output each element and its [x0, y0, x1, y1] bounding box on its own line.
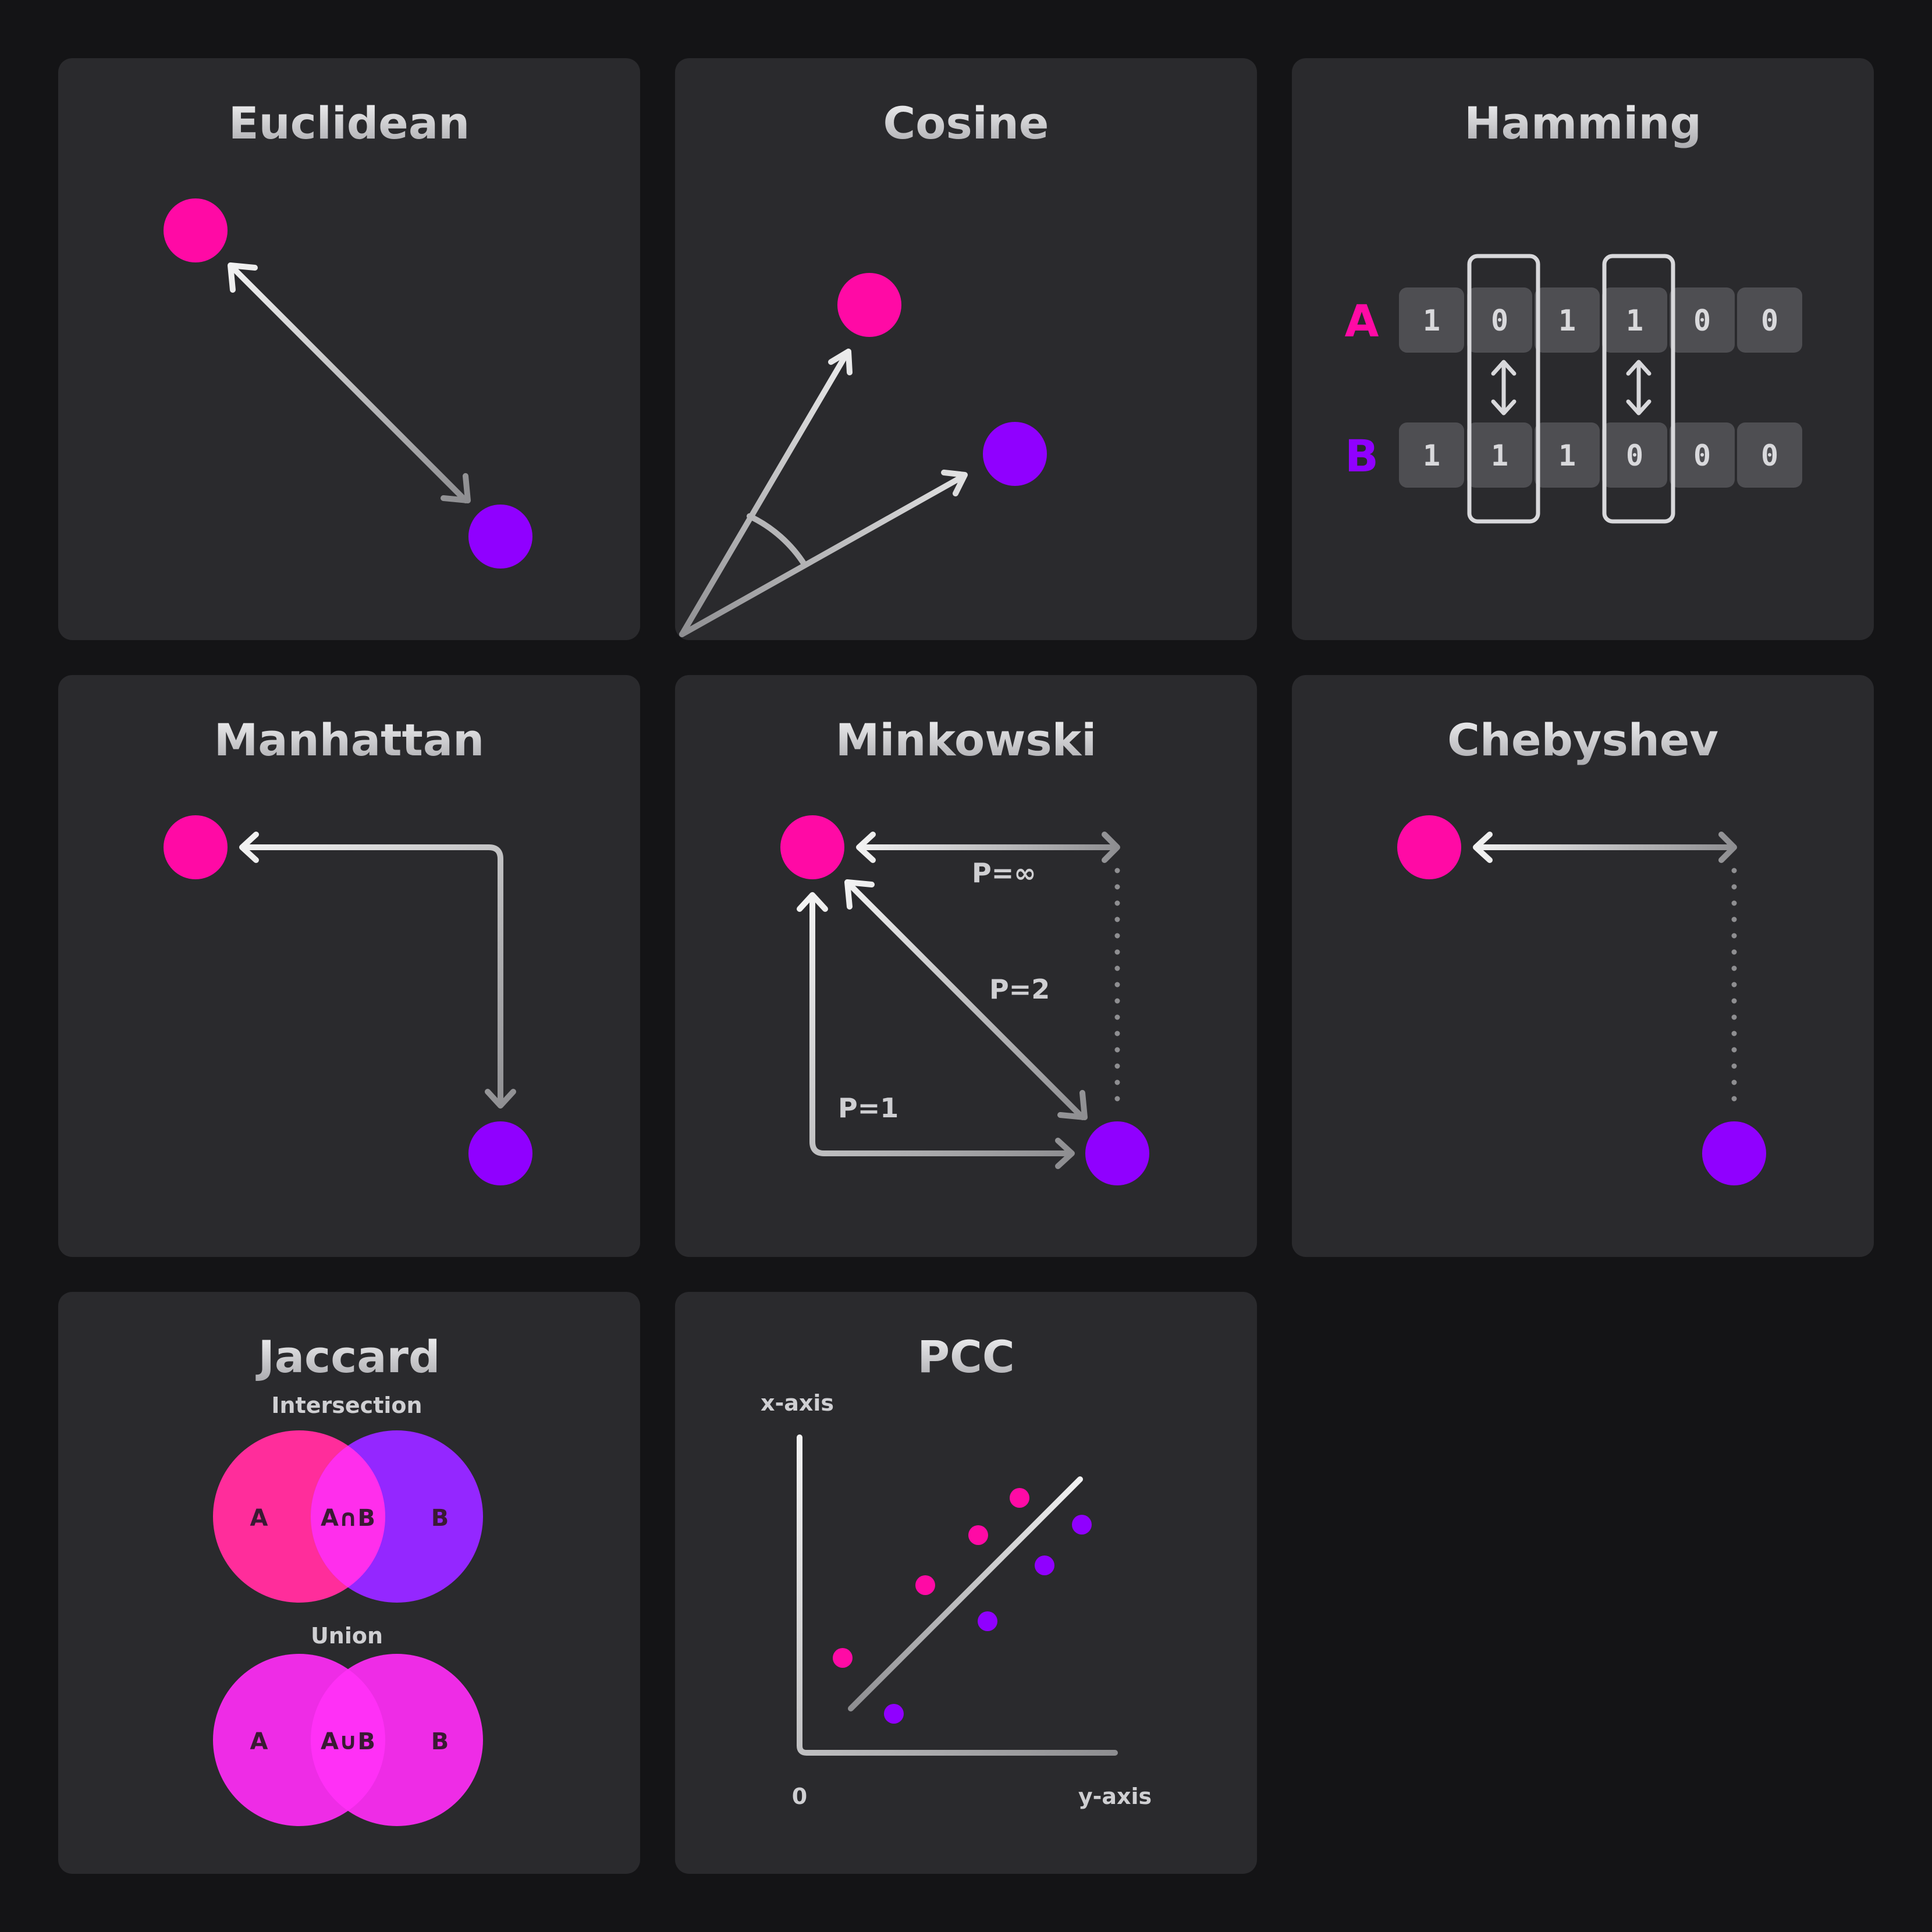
point-a: [833, 1648, 853, 1668]
row-b-bit-cell: [1737, 422, 1802, 488]
union-label: Union: [311, 1623, 383, 1649]
euclidean-card: Euclidean: [58, 58, 640, 640]
row-b-bit-cell: [1535, 422, 1600, 488]
union-venn: [213, 1654, 483, 1826]
difference-column-box: [1602, 254, 1675, 524]
set-b-label: B: [431, 1728, 449, 1755]
double-arrow-icon: [1491, 360, 1517, 415]
row-a-bit: 1: [1558, 304, 1576, 338]
card-title: Hamming: [1464, 97, 1702, 149]
cosine-card: Cosine: [675, 58, 1257, 640]
jaccard-card: Jaccard Intersection A A∩B B Union A A∪B…: [58, 1292, 640, 1874]
row-a-bit: 0: [1491, 304, 1508, 338]
row-b-bit: 1: [1423, 439, 1440, 473]
p1-label: P=1: [838, 1092, 898, 1124]
point-b: [468, 1121, 532, 1185]
manhattan-card: Manhattan: [58, 675, 640, 1257]
row-b-bit: 0: [1761, 439, 1778, 473]
point-b: [1072, 1515, 1092, 1535]
point-b: [978, 1611, 997, 1631]
intersection-symbol: A∩B: [321, 1505, 375, 1532]
point-a: [780, 815, 844, 879]
card-title: Manhattan: [214, 714, 484, 766]
card-title: Cosine: [883, 97, 1049, 149]
row-b-bit-cell: [1467, 422, 1532, 488]
point-a: [1010, 1488, 1029, 1508]
p2-label: P=2: [989, 974, 1050, 1005]
card-title: Jaccard: [255, 1331, 441, 1383]
point-a: [915, 1575, 935, 1595]
row-a-label: A: [1345, 295, 1379, 347]
set-a-label: A: [250, 1505, 268, 1532]
row-b-bit: 1: [1558, 439, 1576, 473]
chebyshev-card: Chebyshev: [1292, 675, 1874, 1257]
row-b-bit: 0: [1626, 439, 1643, 473]
distance-arrow: [228, 262, 471, 503]
double-arrow-icon: [1626, 360, 1652, 415]
pcc-card: PCC x-axis y-axis 0: [675, 1292, 1257, 1874]
minkowski-card: Minkowski P=∞ P=2 P=1: [675, 675, 1257, 1257]
point-b: [884, 1704, 904, 1724]
row-b-bit-cell: [1399, 422, 1464, 488]
row-a-bit: 1: [1423, 304, 1440, 338]
axes: [797, 1434, 1118, 1756]
difference-markers: [1467, 254, 1675, 524]
max-axis-arrow: [1473, 832, 1737, 863]
scatter-points: [833, 1488, 1092, 1724]
intersection-venn: [213, 1430, 483, 1603]
y-axis-label: y-axis: [1078, 1784, 1152, 1809]
union-symbol: A∪B: [321, 1728, 375, 1755]
row-b-label: B: [1345, 430, 1379, 482]
card-title: Chebyshev: [1447, 714, 1718, 766]
row-a-bit: 0: [1693, 304, 1711, 338]
row-a-bit: 1: [1626, 304, 1643, 338]
card-title: Euclidean: [229, 97, 470, 149]
row-b-bit-cell: [1670, 422, 1735, 488]
p2-arrow: [844, 879, 1088, 1120]
hamming-card: Hamming A B 1 0 1 1 0 0 1 1 1 0 0 0: [1292, 58, 1874, 640]
p1-arrow: [797, 892, 1075, 1169]
p-infinity-label: P=∞: [972, 857, 1036, 889]
point-a: [968, 1525, 988, 1545]
path-arrow: [239, 832, 516, 1109]
row-a-bit: 0: [1761, 304, 1778, 338]
row-a-bit-cell: [1467, 287, 1532, 353]
point-a: [837, 273, 901, 337]
point-a: [164, 198, 228, 262]
row-b-bit-cell: [1602, 422, 1667, 488]
p-infinity-arrow: [856, 832, 1120, 863]
origin-label: 0: [792, 1784, 807, 1809]
row-b-bit: 0: [1693, 439, 1711, 473]
row-a-bit-cell: [1602, 287, 1667, 353]
point-b: [1702, 1121, 1766, 1185]
point-b: [468, 505, 532, 569]
row-a-bit-cell: [1399, 287, 1464, 353]
point-b: [1085, 1121, 1149, 1185]
row-b-bit: 1: [1491, 439, 1508, 473]
point-b: [983, 422, 1047, 486]
x-axis-label: x-axis: [761, 1390, 834, 1416]
regression-line: [848, 1476, 1083, 1711]
card-title: Minkowski: [836, 714, 1097, 766]
bit-rows: 1 0 1 1 0 0 1 1 1 0 0 0: [1399, 287, 1802, 488]
vector-arrows: [679, 349, 968, 637]
row-a-bit-cell: [1535, 287, 1600, 353]
set-a-label: A: [250, 1728, 268, 1755]
set-b-label: B: [431, 1505, 449, 1532]
row-a-bit-cell: [1737, 287, 1802, 353]
point-a: [164, 815, 228, 879]
point-a: [1397, 815, 1461, 879]
point-b: [1035, 1555, 1054, 1575]
intersection-label: Intersection: [271, 1393, 422, 1418]
card-title: PCC: [917, 1331, 1014, 1383]
difference-column-box: [1467, 254, 1540, 524]
row-a-bit-cell: [1670, 287, 1735, 353]
